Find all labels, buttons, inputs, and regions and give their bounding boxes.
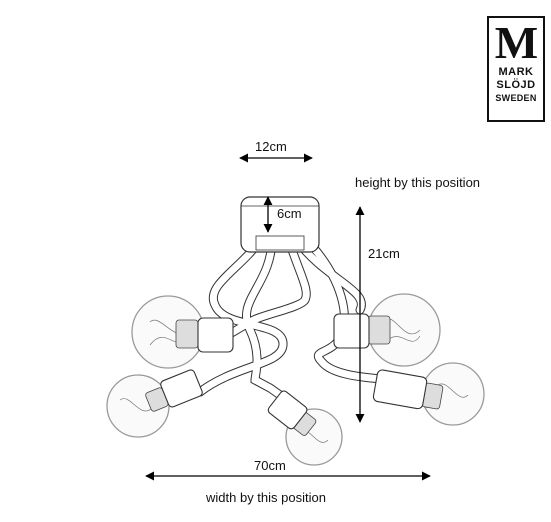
height-label: 21cm [368, 246, 400, 261]
brand-logo: M MARK SLÖJD SWEDEN [487, 16, 545, 122]
height-position-note: height by this position [355, 175, 481, 190]
logo-line-2: SLÖJD [496, 79, 536, 91]
bulb-lower-right [372, 362, 485, 426]
bulb-bottom-middle [267, 390, 343, 466]
logo-letter: M [494, 17, 538, 68]
width-label: 70cm [254, 458, 286, 473]
width-position-note: width by this position [206, 490, 326, 505]
logo-line-1: MARK [498, 66, 534, 78]
canopy-width-label: 12cm [255, 139, 287, 154]
bulb-upper-right [333, 293, 441, 367]
ceiling-canopy [240, 196, 320, 253]
bulb-lower-left [106, 369, 203, 438]
bulb-upper-left [131, 295, 234, 369]
lamp-arms [195, 233, 395, 435]
logo-line-3: SWEDEN [495, 93, 537, 103]
canopy-height-label: 6cm [277, 206, 302, 221]
